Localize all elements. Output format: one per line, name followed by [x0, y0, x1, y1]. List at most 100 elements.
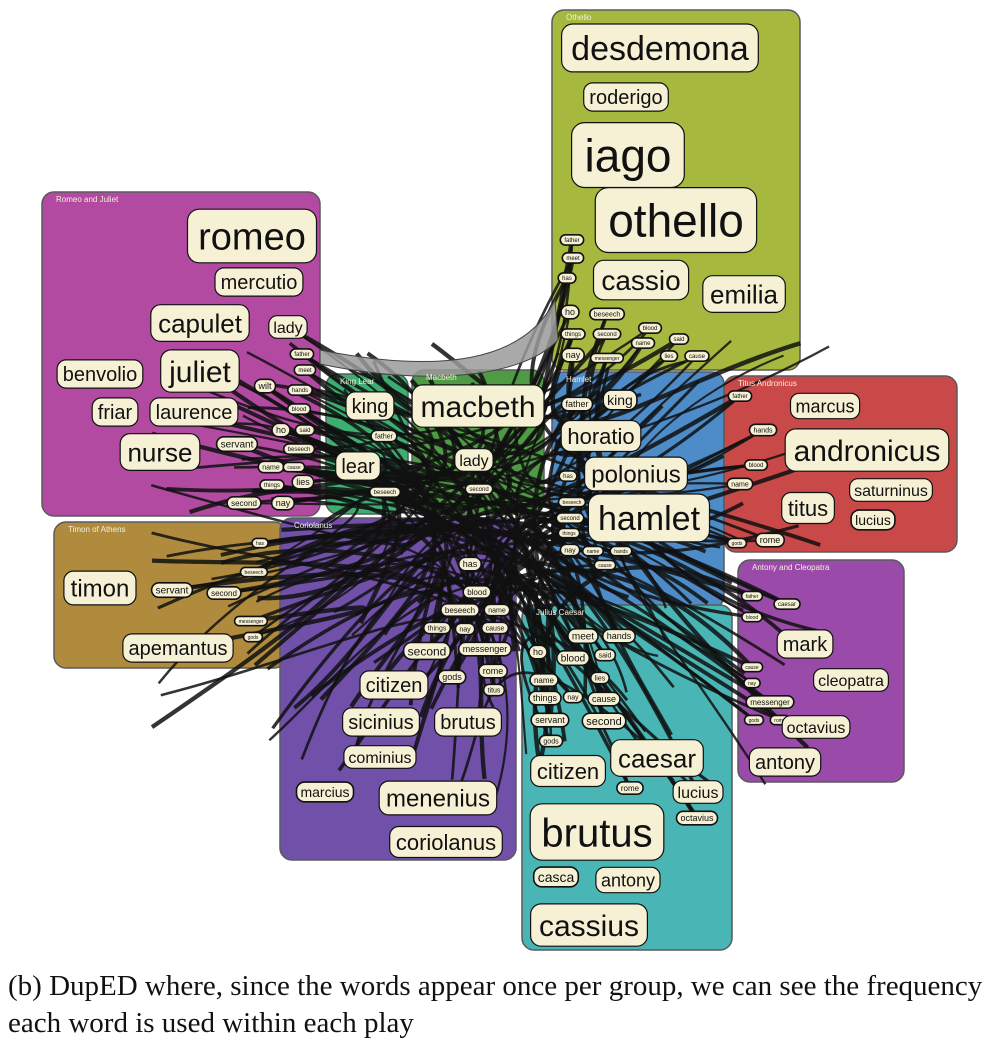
word-node-mercutio[interactable]: mercutio	[214, 267, 304, 297]
word-node-ho[interactable]: ho	[271, 422, 291, 438]
word-node-casca[interactable]: casca	[532, 866, 580, 888]
word-node-juliet[interactable]: juliet	[160, 349, 240, 393]
word-node-benvolio[interactable]: benvolio	[56, 359, 144, 389]
word-node-beseech[interactable]: beseech	[557, 496, 587, 508]
word-node-servant[interactable]: servant	[530, 712, 570, 728]
word-node-king[interactable]: king	[602, 389, 638, 411]
word-node-cleopatra[interactable]: cleopatra	[812, 668, 889, 692]
word-node-citizen[interactable]: citizen	[530, 754, 607, 788]
word-node-blood[interactable]: blood	[555, 649, 591, 667]
word-node-rome[interactable]: rome	[477, 663, 509, 679]
word-node-ho[interactable]: ho	[528, 644, 548, 660]
word-node-lady[interactable]: lady	[454, 448, 494, 472]
word-node-things[interactable]: things	[422, 621, 452, 635]
word-node-father[interactable]: father	[740, 590, 764, 602]
word-node-hands[interactable]: hands	[748, 423, 778, 437]
word-node-second[interactable]: second	[581, 712, 627, 730]
word-node-hands[interactable]: hands	[286, 384, 313, 396]
word-node-has[interactable]: has	[457, 556, 483, 572]
word-node-mark[interactable]: mark	[776, 629, 834, 659]
word-node-blood[interactable]: blood	[743, 459, 769, 471]
word-node-second[interactable]: second	[226, 495, 262, 510]
word-node-cassius[interactable]: cassius	[529, 903, 648, 947]
word-node-friar[interactable]: friar	[91, 397, 139, 427]
word-node-name[interactable]: name	[581, 545, 605, 557]
word-node-father[interactable]: father	[370, 429, 398, 443]
word-node-gods[interactable]: gods	[242, 631, 264, 643]
word-node-lies[interactable]: lies	[659, 350, 679, 362]
word-node-servant[interactable]: servant	[150, 581, 194, 599]
word-node-romeo[interactable]: romeo	[186, 208, 318, 264]
word-node-lucius[interactable]: lucius	[850, 509, 896, 531]
word-node-roderigo[interactable]: roderigo	[583, 82, 669, 112]
word-node-hands[interactable]: hands	[601, 628, 637, 644]
word-node-second[interactable]: second	[555, 512, 585, 525]
word-node-titus[interactable]: titus	[781, 491, 836, 525]
word-node-servant[interactable]: servant	[215, 435, 259, 453]
word-node-blood[interactable]: blood	[637, 322, 663, 334]
word-node-nay[interactable]: nay	[560, 347, 586, 363]
word-node-gods[interactable]: gods	[538, 734, 564, 748]
word-node-cause[interactable]: cause	[480, 621, 510, 635]
word-node-name[interactable]: name	[630, 337, 656, 349]
word-node-beseech[interactable]: beseech	[588, 307, 626, 321]
word-node-iago[interactable]: iago	[570, 121, 685, 189]
word-node-second[interactable]: second	[206, 585, 242, 600]
word-node-capulet[interactable]: capulet	[150, 304, 250, 343]
word-node-father[interactable]: father	[559, 234, 585, 246]
word-node-octavius[interactable]: octavius	[675, 810, 719, 826]
word-node-lies[interactable]: lies	[291, 474, 315, 490]
word-node-second[interactable]: second	[402, 641, 452, 661]
word-node-lucius[interactable]: lucius	[672, 780, 724, 804]
word-node-has[interactable]: has	[251, 537, 269, 549]
word-node-marcus[interactable]: marcus	[789, 392, 861, 420]
word-node-things[interactable]: things	[259, 479, 285, 491]
word-node-father[interactable]: father	[560, 396, 594, 412]
word-node-beseech[interactable]: beseech	[368, 486, 402, 498]
word-node-beseech[interactable]: beseech	[440, 602, 480, 617]
word-node-messenger[interactable]: messenger	[457, 641, 513, 657]
word-node-gods[interactable]: gods	[437, 669, 467, 685]
word-node-messenger[interactable]: messenger	[745, 694, 795, 709]
word-node-nay[interactable]: nay	[454, 622, 476, 636]
word-node-desdemona[interactable]: desdemona	[560, 23, 759, 73]
word-node-antony[interactable]: antony	[748, 747, 822, 777]
word-node-hands[interactable]: hands	[609, 545, 633, 557]
word-node-meet[interactable]: meet	[561, 252, 585, 264]
word-node-name[interactable]: name	[483, 603, 511, 617]
word-node-lady[interactable]: lady	[268, 315, 308, 339]
word-node-caesar[interactable]: caesar	[610, 739, 704, 778]
word-node-rome[interactable]: rome	[616, 780, 644, 795]
word-node-ho[interactable]: ho	[560, 304, 580, 320]
word-node-caesar[interactable]: caesar	[773, 598, 801, 611]
word-node-timon[interactable]: timon	[63, 570, 137, 606]
word-node-andronicus[interactable]: andronicus	[784, 428, 950, 472]
word-node-gods[interactable]: gods	[743, 714, 765, 726]
word-node-nay[interactable]: nay	[743, 677, 761, 689]
word-node-wilt[interactable]: wilt	[253, 378, 277, 394]
word-node-meet[interactable]: meet	[567, 627, 599, 645]
word-node-sicinius[interactable]: sicinius	[342, 707, 421, 737]
word-node-marcius[interactable]: marcius	[295, 781, 355, 803]
word-node-blood[interactable]: blood	[741, 611, 763, 623]
word-node-cause[interactable]: cause	[593, 559, 617, 571]
word-node-father[interactable]: father	[289, 348, 315, 360]
word-node-second[interactable]: second	[592, 328, 622, 340]
word-node-brutus[interactable]: brutus	[434, 707, 503, 737]
word-node-horatio[interactable]: horatio	[560, 419, 642, 453]
word-node-rome[interactable]: rome	[754, 532, 786, 548]
word-node-things[interactable]: things	[528, 690, 562, 706]
word-node-nay[interactable]: nay	[559, 543, 581, 557]
word-node-messenger[interactable]: messenger	[233, 615, 269, 627]
word-node-name[interactable]: name	[529, 672, 559, 687]
word-node-titus[interactable]: titus	[482, 683, 506, 697]
word-node-said[interactable]: said	[668, 333, 690, 345]
word-node-blood[interactable]: blood	[462, 584, 492, 599]
word-node-cause[interactable]: cause	[282, 461, 306, 473]
word-node-name[interactable]: name	[726, 477, 754, 491]
word-node-things[interactable]: things	[560, 328, 586, 340]
word-node-father[interactable]: father	[727, 390, 753, 402]
word-node-gods[interactable]: gods	[726, 537, 748, 549]
word-node-meet[interactable]: meet	[293, 364, 317, 376]
word-node-cause[interactable]: cause	[587, 691, 621, 707]
